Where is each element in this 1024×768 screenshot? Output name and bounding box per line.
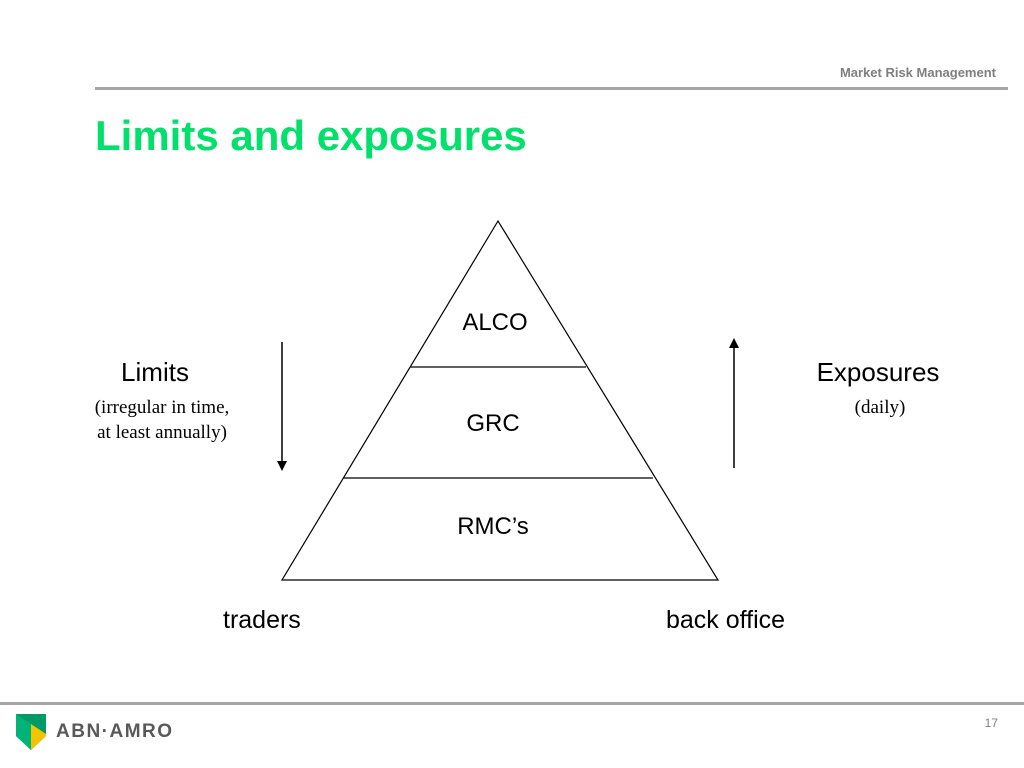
base-label-traders: traders bbox=[223, 606, 301, 634]
exposures-subtitle: (daily) bbox=[854, 397, 906, 418]
limits-subtitle-line2: at least annually) bbox=[97, 422, 227, 443]
section-label: Market Risk Management bbox=[839, 65, 996, 80]
shield-logo-icon bbox=[16, 714, 46, 750]
header-divider bbox=[95, 87, 1008, 90]
abn-amro-logo: ABN·AMRO bbox=[16, 714, 174, 750]
exposures-title: Exposures bbox=[816, 357, 940, 387]
pyramid-tier-alco: ALCO bbox=[462, 309, 528, 336]
pyramid-tier-rmcs: RMC’s bbox=[457, 513, 529, 540]
base-label-back-office: back office bbox=[666, 606, 786, 634]
logo-text: ABN·AMRO bbox=[56, 721, 174, 742]
pyramid-tier-grc: GRC bbox=[466, 410, 520, 437]
page-number: 17 bbox=[984, 716, 998, 730]
slide-title: Limits and exposures bbox=[95, 112, 527, 159]
pyramid-outline bbox=[280, 219, 720, 581]
limits-subtitle-line1: (irregular in time, bbox=[94, 397, 230, 418]
footer-divider bbox=[0, 702, 1024, 705]
limits-title: Limits bbox=[121, 357, 189, 387]
